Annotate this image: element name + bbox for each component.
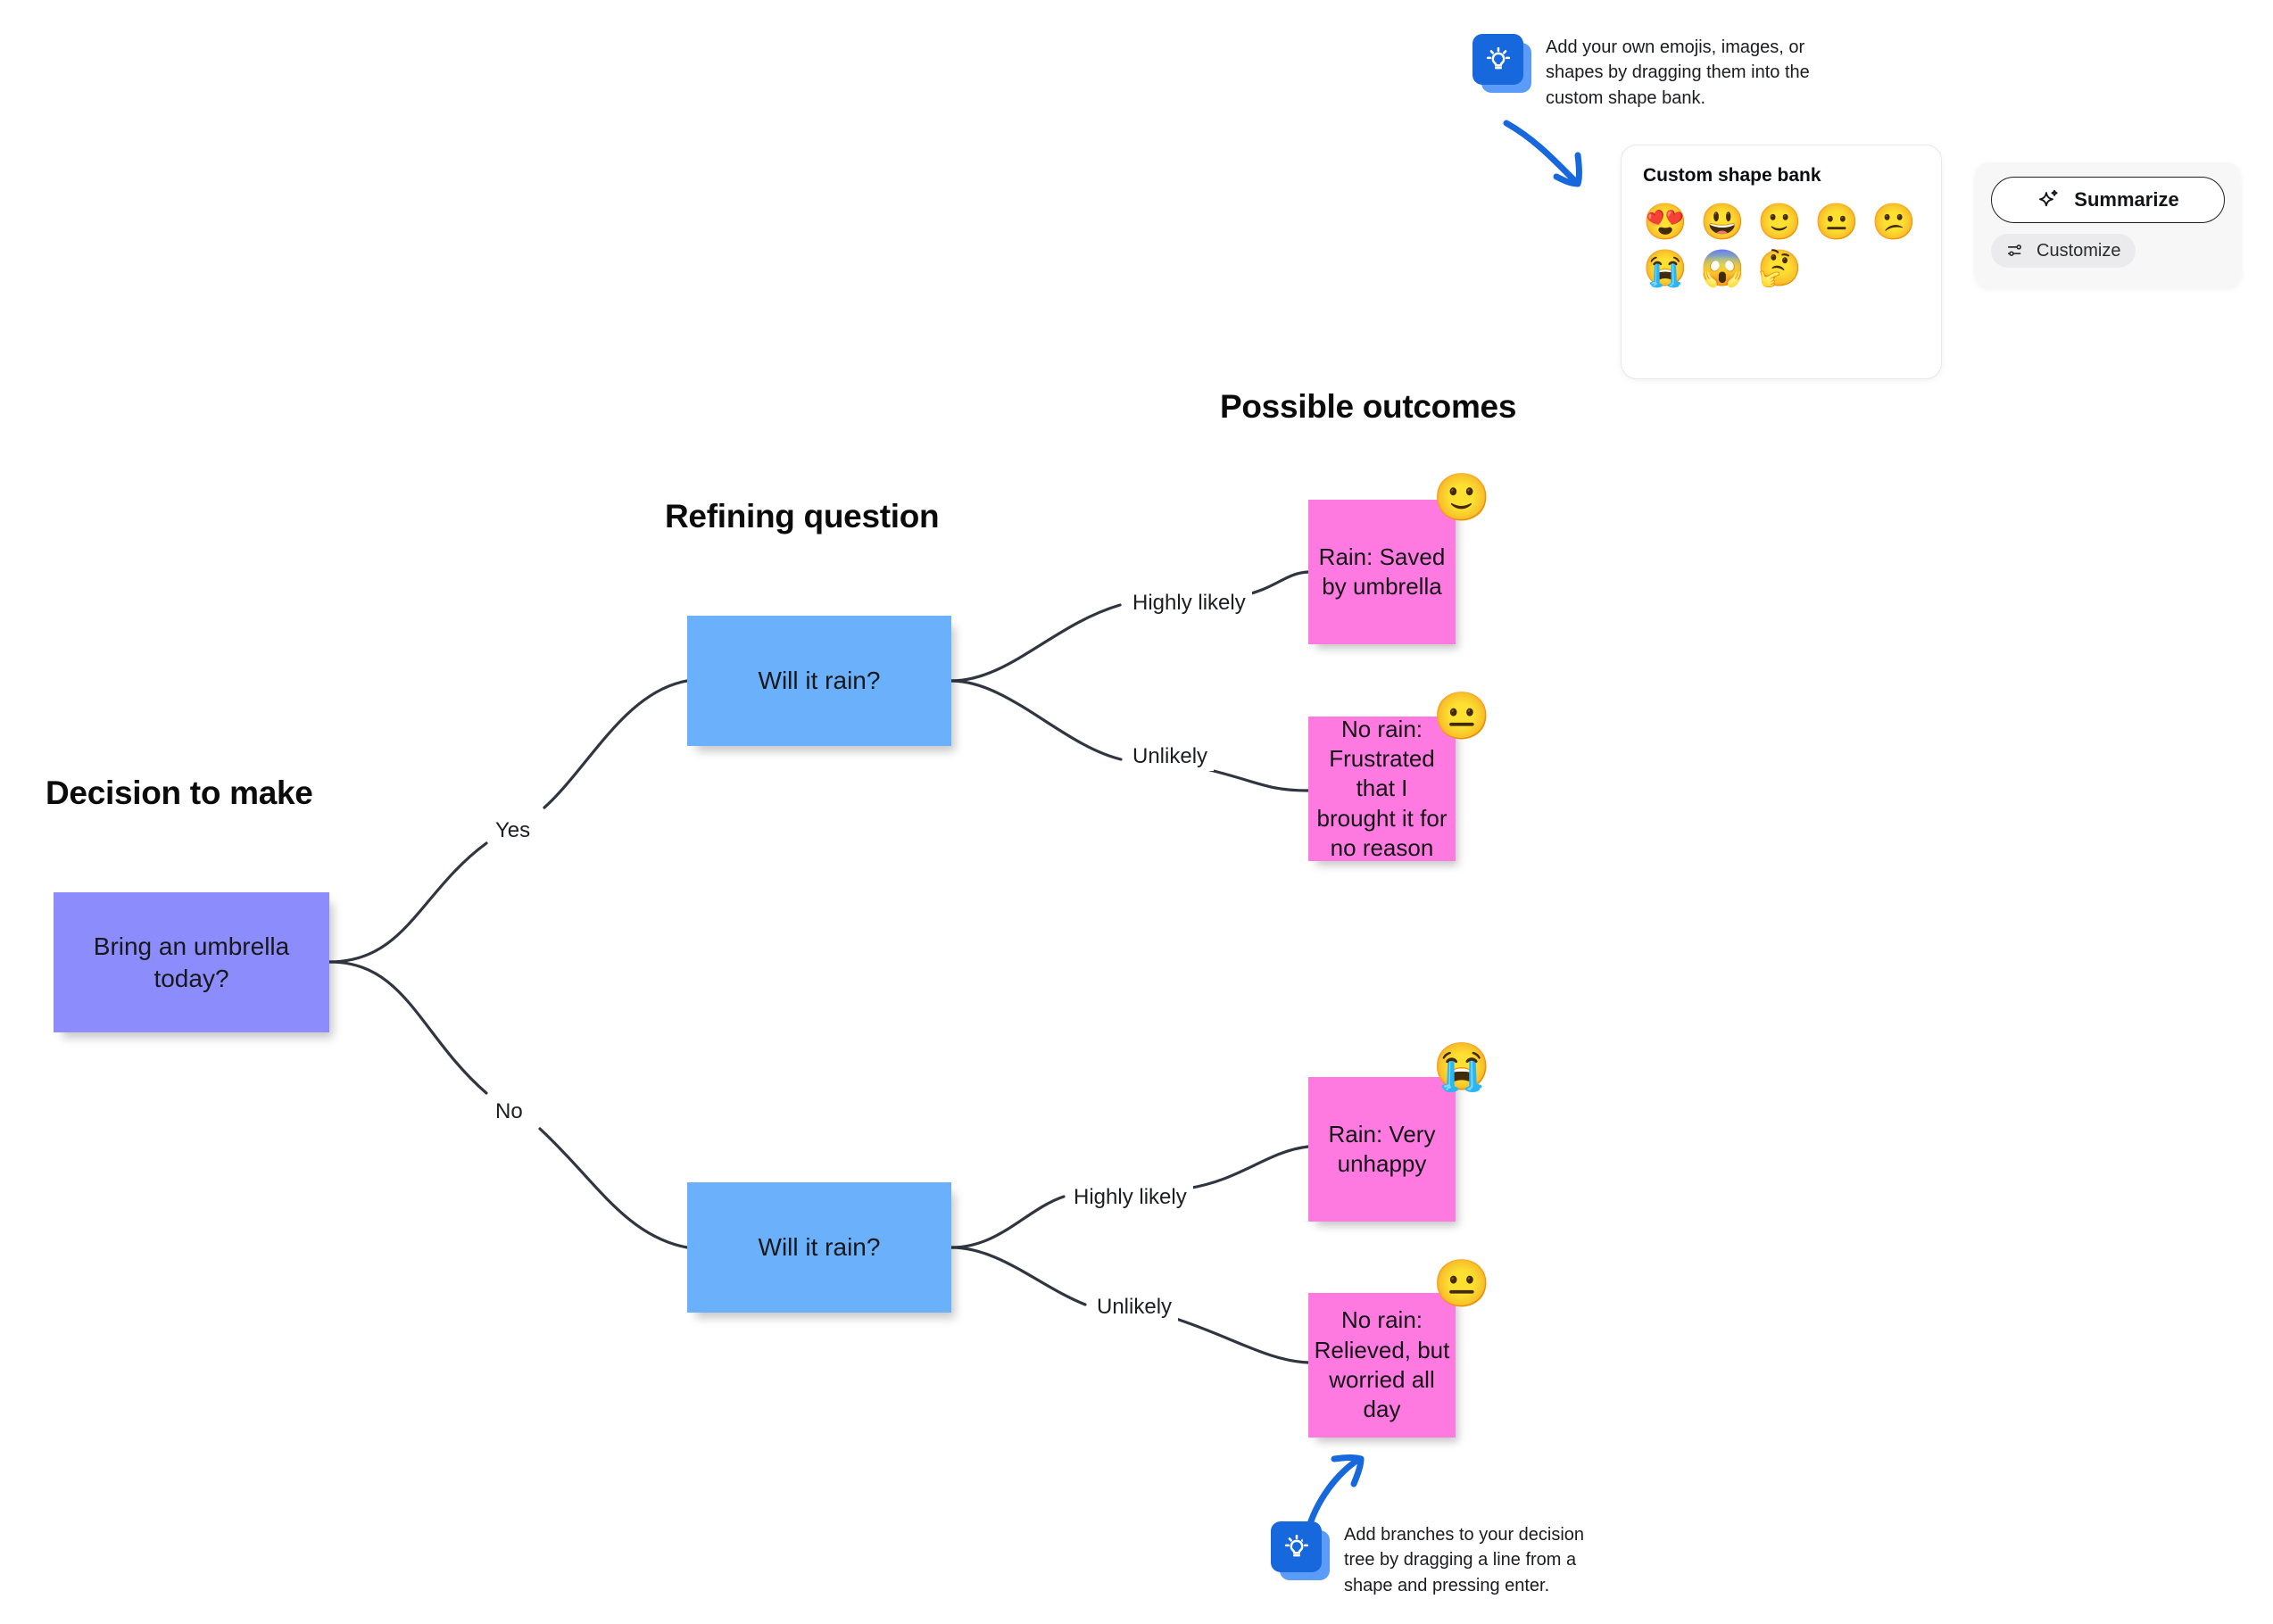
heading-refining-question: Refining question: [665, 498, 940, 534]
outcome-note-text: No rain: Frustrated that I brought it fo…: [1316, 715, 1448, 861]
custom-shape-bank-title: Custom shape bank: [1643, 165, 1821, 186]
loudly-crying-face-icon[interactable]: 😭: [1643, 249, 1688, 288]
thinking-face-icon[interactable]: 🤔: [1757, 249, 1802, 288]
face-screaming-in-fear-icon[interactable]: 😱: [1700, 249, 1745, 288]
outcome-note-text: Rain: Saved by umbrella: [1318, 543, 1446, 600]
hint-shape-bank-text: Add your own emojis, images, or shapes b…: [1546, 37, 1810, 108]
branch-label-unlikely-bottom: Unlikely: [1091, 1293, 1179, 1322]
hint-add-branches-text: Add branches to your decision tree by dr…: [1344, 1525, 1585, 1595]
loudly-crying-face-icon[interactable]: 😭: [1432, 1041, 1491, 1093]
lightbulb-icon: [1271, 1521, 1330, 1580]
outcome-note-rain-saved[interactable]: Rain: Saved by umbrella: [1308, 500, 1456, 644]
custom-shape-bank-panel[interactable]: Custom shape bank 😍 😃 🙂 😐 😕 😭 😱 🤔: [1621, 145, 1942, 379]
slightly-smiling-face-icon[interactable]: 🙂: [1757, 203, 1802, 242]
branch-label-no: No: [489, 1098, 529, 1126]
node-question-bottom[interactable]: Will it rain?: [687, 1182, 951, 1313]
summarize-button-label: Summarize: [2074, 188, 2179, 211]
smiling-face-with-heart-eyes-icon[interactable]: 😍: [1643, 203, 1688, 242]
outcome-note-text: Rain: Very unhappy: [1328, 1120, 1436, 1177]
outcome-note-norain-frustrated[interactable]: No rain: Frustrated that I brought it fo…: [1308, 715, 1456, 861]
slightly-smiling-face-icon[interactable]: 🙂: [1432, 472, 1491, 524]
node-question-bottom-label: Will it rain?: [758, 1233, 881, 1262]
branch-label-highly-likely-top: Highly likely: [1126, 589, 1252, 617]
confused-face-icon[interactable]: 😕: [1871, 203, 1916, 242]
hint-add-branches: Add branches to your decision tree by dr…: [1271, 1521, 1612, 1598]
outcome-note-text: No rain: Relieved, but worried all day: [1314, 1306, 1450, 1423]
customize-button-label: Customize: [2037, 240, 2121, 261]
neutral-face-icon[interactable]: 😐: [1814, 203, 1859, 242]
arrow-to-shape-bank-icon: [1503, 120, 1582, 187]
grinning-face-with-big-eyes-icon[interactable]: 😃: [1700, 203, 1745, 242]
sliders-icon: [2006, 241, 2026, 261]
outcome-note-norain-relieved[interactable]: No rain: Relieved, but worried all day: [1308, 1293, 1456, 1438]
lightbulb-icon: [1472, 34, 1531, 93]
neutral-face-icon[interactable]: 😐: [1432, 691, 1491, 742]
branch-label-unlikely-top: Unlikely: [1126, 742, 1215, 771]
node-question-top[interactable]: Will it rain?: [687, 616, 951, 746]
node-question-top-label: Will it rain?: [758, 667, 881, 695]
node-root-decision[interactable]: Bring an umbrella today?: [54, 892, 329, 1032]
heading-decision-to-make: Decision to make: [46, 775, 313, 811]
customize-button[interactable]: Customize: [1991, 234, 2136, 268]
summarize-button[interactable]: Summarize: [1991, 177, 2225, 223]
lightbulb-icon-front-card: [1271, 1521, 1322, 1572]
branch-label-yes: Yes: [489, 816, 537, 845]
heading-possible-outcomes: Possible outcomes: [1220, 388, 1517, 425]
sparkle-icon: [2037, 187, 2061, 212]
outcome-note-rain-unhappy[interactable]: Rain: Very unhappy: [1308, 1077, 1456, 1222]
hint-shape-bank: Add your own emojis, images, or shapes b…: [1472, 34, 1813, 111]
lightbulb-icon-front-card: [1472, 34, 1523, 85]
summarize-panel: Summarize Customize: [1975, 162, 2241, 287]
branch-label-highly-likely-bottom: Highly likely: [1067, 1183, 1193, 1212]
custom-shape-bank-grid: 😍 😃 🙂 😐 😕 😭 😱 🤔: [1643, 202, 1920, 289]
neutral-face-icon[interactable]: 😐: [1432, 1258, 1491, 1310]
node-root-label: Bring an umbrella today?: [93, 932, 290, 992]
